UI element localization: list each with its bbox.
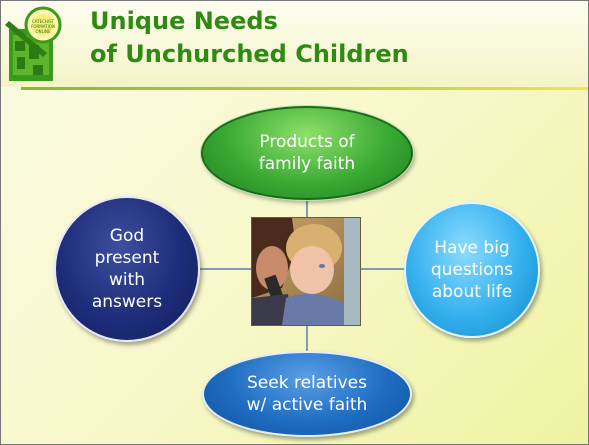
node-top-label: Products of family faith — [258, 132, 356, 174]
node-bottom-label: Seek relatives w/ active faith — [246, 373, 368, 415]
node-have-big-questions: Have big questions about life — [404, 202, 540, 338]
mother-and-child-photo — [251, 217, 361, 326]
node-products-of-family-faith: Products of family faith — [201, 106, 413, 200]
title-line-1: Unique Needs — [90, 7, 278, 35]
svg-text:ONLINE: ONLINE — [35, 29, 51, 34]
catechist-logo-icon: CATECHIST FORMATION ONLINE — [5, 6, 62, 81]
slide-header — [1, 1, 588, 87]
svg-text:FORMATION: FORMATION — [31, 24, 55, 29]
header-divider — [21, 87, 588, 90]
node-god-present-with-answers: God present with answers — [54, 196, 200, 342]
svg-text:CATECHIST: CATECHIST — [32, 19, 55, 24]
node-right-label: Have big questions about life — [430, 238, 514, 302]
node-left-label: God present with answers — [91, 226, 163, 312]
title-line-2: of Unchurched Children — [90, 40, 409, 68]
slide-title: Unique Needs of Unchurched Children — [90, 5, 409, 71]
node-seek-relatives: Seek relatives w/ active faith — [202, 351, 412, 437]
